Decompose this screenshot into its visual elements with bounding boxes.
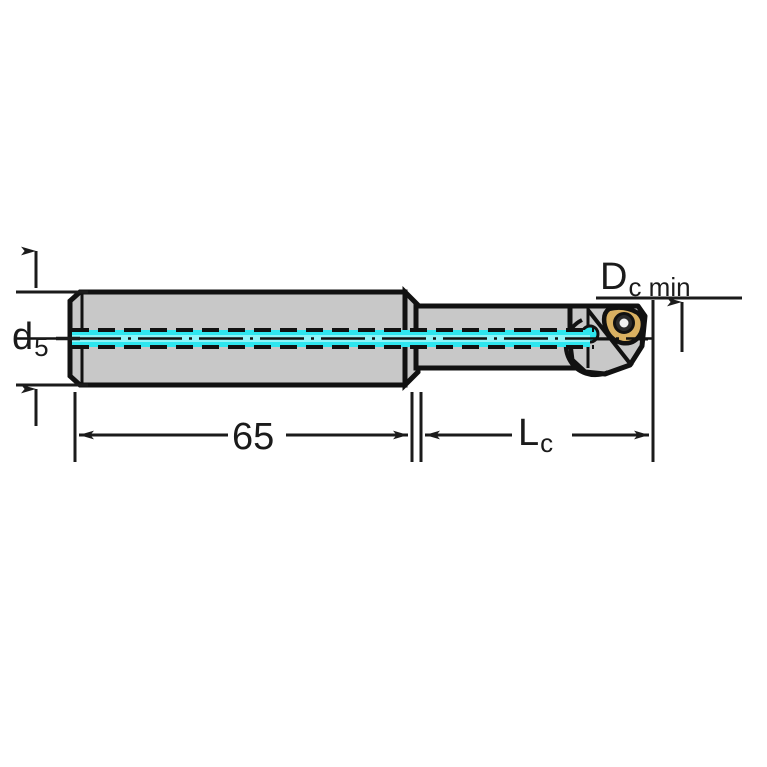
head-relief-arc: [563, 318, 609, 378]
cutting-insert: [601, 305, 646, 346]
insert-screw-hole-inner: [619, 318, 629, 328]
dcmin-base-text: D: [600, 256, 628, 298]
dimension-d5: [16, 246, 88, 426]
dimension-label-65: 65: [232, 416, 275, 458]
dimension-lc: [419, 300, 655, 462]
lc-subscript-text: c: [540, 428, 554, 459]
dimension-label-lc: Lc: [518, 414, 553, 456]
d5-base-text: d: [12, 316, 34, 358]
dimension-label-dc-min: Dc min: [600, 258, 691, 300]
lc-base-text: L: [518, 412, 540, 454]
d5-subscript-text: 5: [34, 332, 49, 363]
dcmin-subscript-text: c min: [628, 272, 691, 303]
dimension-65: [73, 392, 414, 462]
dimension-label-d5: d5: [12, 318, 49, 360]
dimension-dc-min: [596, 296, 742, 352]
